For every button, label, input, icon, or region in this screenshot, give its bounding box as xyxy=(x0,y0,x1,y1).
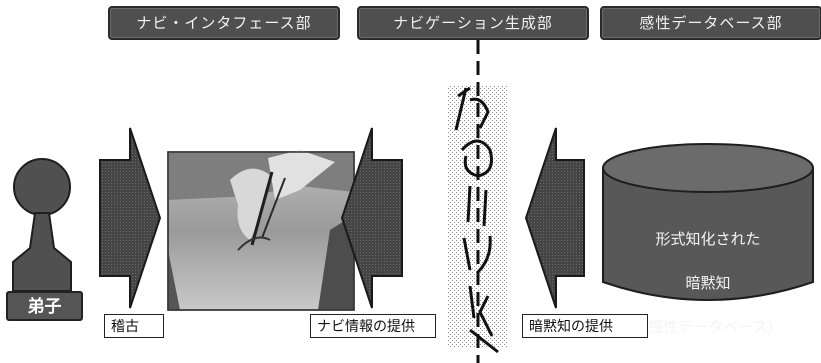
header-navi-generation-label: ナビゲーション生成部 xyxy=(393,14,553,32)
header-navi-interface-label: ナビ・インタフェース部 xyxy=(136,14,312,32)
handwriting-strip xyxy=(448,40,508,363)
header-sensitivity-db: 感性データベース部 xyxy=(600,6,821,40)
practice-photo xyxy=(167,150,355,311)
arrow-left-tacit-icon xyxy=(524,127,585,309)
student-person-icon xyxy=(12,158,72,292)
arrow-right-icon xyxy=(99,127,162,309)
database-caption: 形式知化された 暗黙知 （感性データベース） xyxy=(603,206,813,360)
student-badge: 弟子 xyxy=(6,291,83,321)
header-sensitivity-db-label: 感性データベース部 xyxy=(639,14,783,32)
database-line-1: 形式知化された xyxy=(655,230,761,248)
tacit-knowledge-label: 暗黙知の提供 xyxy=(522,314,648,338)
database-line-3: （感性データベース） xyxy=(633,318,783,336)
database-line-2: 暗黙知 xyxy=(685,274,731,292)
arrow-left-navi-icon xyxy=(340,127,403,309)
navi-info-label: ナビ情報の提供 xyxy=(310,314,436,338)
header-navi-interface: ナビ・インタフェース部 xyxy=(108,6,340,40)
database-cylinder-icon xyxy=(602,143,814,301)
practice-label: 稽古 xyxy=(104,314,164,338)
header-navi-generation: ナビゲーション生成部 xyxy=(357,6,589,40)
